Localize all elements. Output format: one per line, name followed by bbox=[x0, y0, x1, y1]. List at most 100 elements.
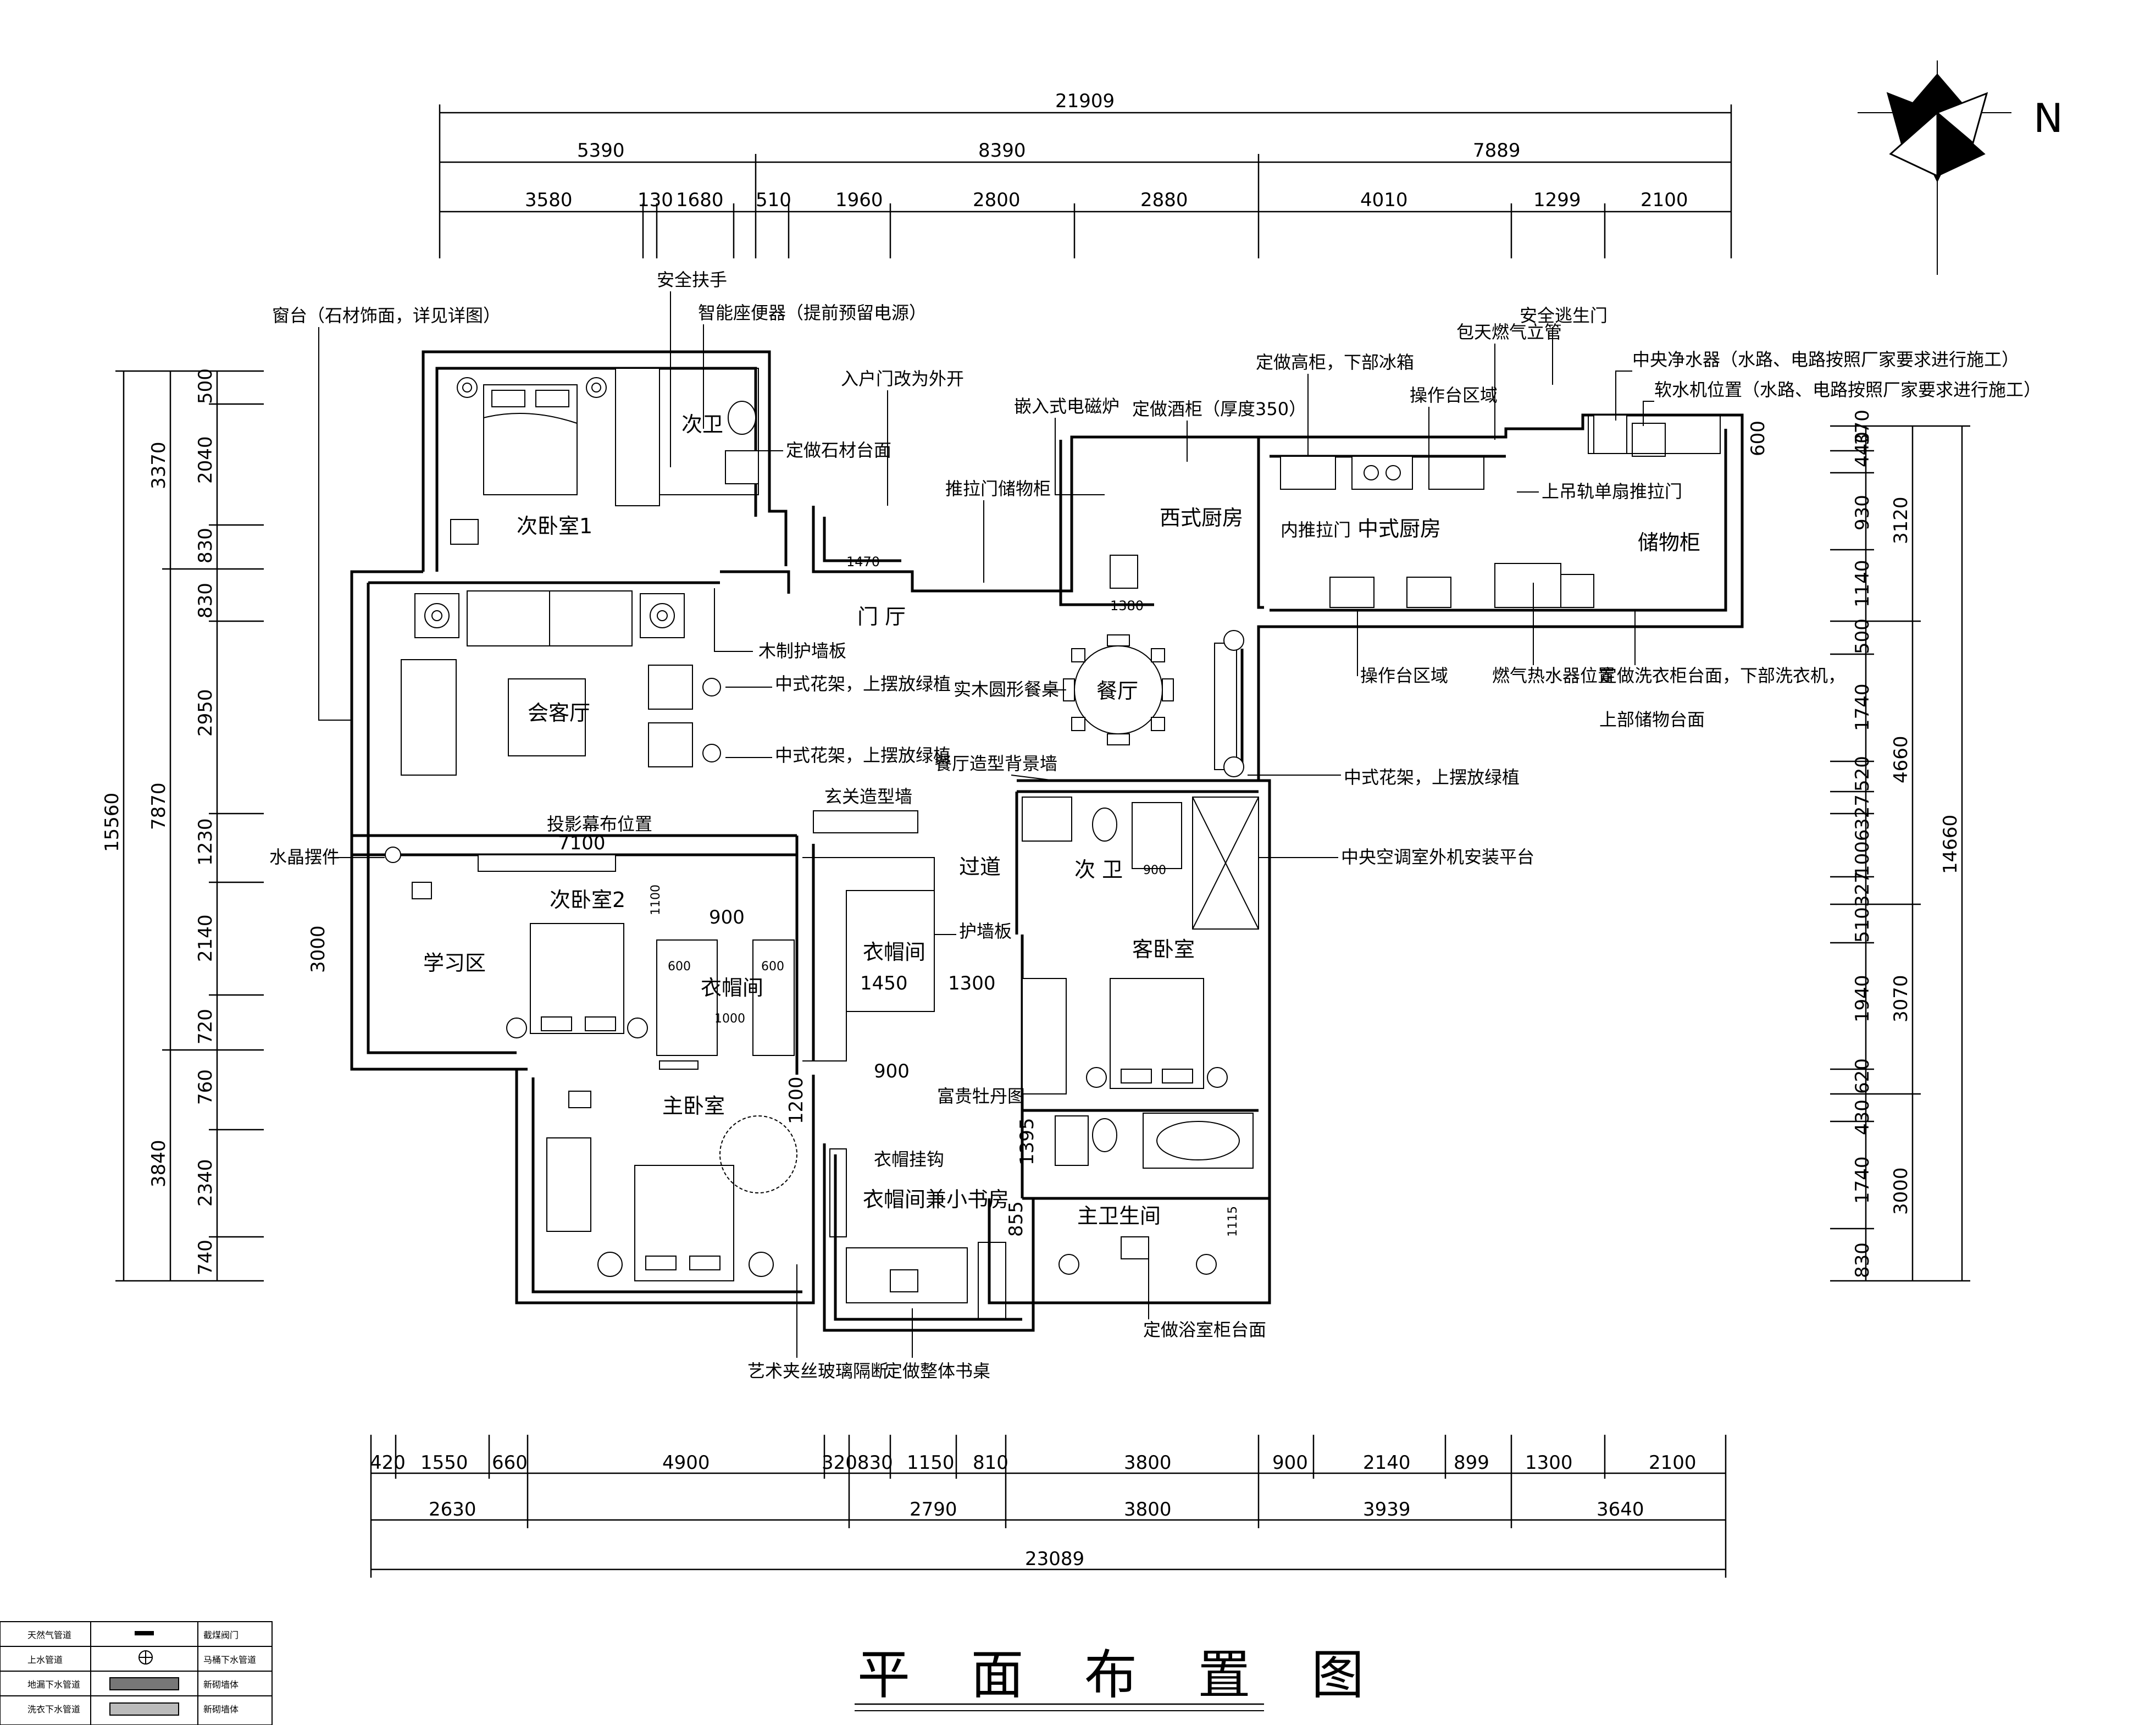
dim-bottom-detail: 2140 bbox=[1363, 1452, 1411, 1474]
dim-bottom-detail: 2100 bbox=[1649, 1452, 1697, 1474]
dim-left-mid: 3000 bbox=[307, 925, 329, 973]
dim-right-detail: 327 bbox=[1852, 794, 1874, 830]
inner-dim: 1100 bbox=[649, 884, 663, 915]
note: 软水机位置（水路、电路按照厂家要求进行施工） bbox=[1654, 379, 2041, 400]
dim-left-mid: 3370 bbox=[148, 441, 170, 489]
dim-right-mid: 4660 bbox=[1890, 736, 1912, 783]
dim-left-detail: 500 bbox=[195, 368, 217, 404]
room-label: 次卫 bbox=[681, 412, 723, 436]
dim-top-detail: 1299 bbox=[1533, 189, 1581, 211]
dim-top-detail: 130 bbox=[638, 189, 673, 211]
inner-dim: 1450 bbox=[860, 972, 908, 994]
inner-dim: 1470 bbox=[846, 554, 880, 570]
note: 包天燃气立管 bbox=[1456, 322, 1562, 342]
dim-top-total: 21909 bbox=[1055, 90, 1115, 112]
room-label: 衣帽间 bbox=[701, 976, 763, 1000]
dim-left-detail: 830 bbox=[195, 583, 217, 618]
note: 玄关造型墙 bbox=[824, 786, 912, 807]
dim-left-mid: 7870 bbox=[148, 782, 170, 830]
dim-right-detail: 1740 bbox=[1852, 1156, 1874, 1204]
dim-bottom-detail: 660 bbox=[492, 1452, 528, 1474]
legend-label: 马桶下水管道 bbox=[203, 1655, 256, 1665]
room-label: 主卧室 bbox=[662, 1094, 725, 1118]
note: 上吊轨单扇推拉门 bbox=[1542, 481, 1682, 502]
note: 富贵牡丹图 bbox=[937, 1086, 1025, 1107]
note: 安全逃生门 bbox=[1520, 305, 1608, 326]
dim-right-detail: 930 bbox=[1852, 495, 1874, 530]
dim-top-detail: 1960 bbox=[835, 189, 883, 211]
legend-label: 截煤阀门 bbox=[203, 1630, 239, 1640]
dim-right-small: 600 bbox=[1747, 421, 1769, 456]
dim-top-detail: 510 bbox=[756, 189, 791, 211]
legend-label: 新砌墙体 bbox=[203, 1679, 239, 1690]
inner-dim: 900 bbox=[1143, 864, 1166, 877]
room-label: 主卫生间 bbox=[1077, 1204, 1161, 1228]
room-label: 中式厨房 bbox=[1357, 517, 1441, 541]
note: 操作台区域 bbox=[1410, 385, 1498, 406]
inner-dim: 600 bbox=[668, 960, 691, 974]
note: 中式花架，上摆放绿植 bbox=[1344, 767, 1520, 788]
dim-left-detail: 1230 bbox=[195, 818, 217, 866]
dim-top-detail: 3580 bbox=[525, 189, 573, 211]
room-label: 次卧室2 bbox=[550, 888, 625, 912]
dim-right-detail: 510 bbox=[1852, 907, 1874, 943]
dim-right-mid: 3120 bbox=[1890, 496, 1912, 544]
dim-top-detail: 2880 bbox=[1140, 189, 1188, 211]
dim-left-detail: 760 bbox=[195, 1069, 217, 1105]
note: 水晶摆件 bbox=[269, 847, 340, 867]
note: 中央空调室外机安装平台 bbox=[1341, 847, 1534, 867]
room-label: 餐厅 bbox=[1096, 679, 1138, 703]
room-label: 学习区 bbox=[423, 951, 486, 975]
note: 入户门改为外开 bbox=[841, 368, 964, 389]
north-label: N bbox=[2033, 95, 2063, 141]
note: 护墙板 bbox=[959, 921, 1012, 942]
dim-right-detail: 830 bbox=[1852, 1242, 1874, 1278]
inner-dim: 855 bbox=[1005, 1201, 1027, 1237]
note: 餐厅造型背景墙 bbox=[934, 753, 1057, 774]
dims-left: 15560 3370 7870 3000 3840 500 2040 830 8… bbox=[101, 368, 329, 1282]
inner-dim: 1395 bbox=[1016, 1118, 1038, 1165]
dims-bottom: 420 1550 660 4900 320830 1150 810 3800 9… bbox=[370, 1435, 1727, 1578]
room-label: 储物柜 bbox=[1638, 530, 1700, 555]
note: 艺术夹丝玻璃隔断 bbox=[747, 1361, 888, 1381]
title-text: 平 面 布 置 图 bbox=[857, 1644, 1386, 1706]
note: 投影幕布位置 bbox=[547, 814, 652, 834]
note: 中央净水器（水路、电路按照厂家要求进行施工） bbox=[1632, 349, 2019, 370]
note: 燃气热水器位置 bbox=[1492, 665, 1615, 686]
dim-right-mid: 3000 bbox=[1890, 1167, 1912, 1215]
dim-bottom-detail: 1150 bbox=[907, 1452, 955, 1474]
note: 操作台区域 bbox=[1360, 665, 1448, 686]
note: 窗台（石材饰面，详见详图） bbox=[272, 305, 501, 326]
room-label: 会客厅 bbox=[528, 701, 590, 725]
dim-right-detail: 1006 bbox=[1852, 829, 1874, 877]
room-label: 客卧室 bbox=[1132, 937, 1195, 961]
dim-right-detail: 520 bbox=[1852, 756, 1874, 792]
dim-left-detail: 2340 bbox=[195, 1159, 217, 1207]
dim-bottom-mid: 2790 bbox=[910, 1499, 957, 1521]
dim-right-detail: 430 bbox=[1852, 1099, 1874, 1135]
note: 嵌入式电磁炉 bbox=[1014, 396, 1119, 417]
note: 木制护墙板 bbox=[758, 640, 846, 661]
dims-top: 21909 5390 8390 7889 3580 130 1680 510 1… bbox=[439, 90, 1732, 258]
dim-bottom-detail: 899 bbox=[1454, 1452, 1489, 1474]
dim-top-detail: 2100 bbox=[1640, 189, 1688, 211]
note: 内推拉门 bbox=[1281, 519, 1351, 540]
bathtub bbox=[1143, 1113, 1254, 1169]
dim-bottom-mid: 3640 bbox=[1597, 1499, 1644, 1521]
room-label: 门 厅 bbox=[857, 605, 906, 629]
legend-label: 地漏下水管道 bbox=[27, 1679, 80, 1690]
dim-left-total: 15560 bbox=[101, 793, 123, 852]
dim-left-detail: 720 bbox=[195, 1009, 217, 1044]
dim-bottom-total: 23089 bbox=[1025, 1548, 1084, 1570]
inner-dim: 7100 bbox=[558, 832, 606, 854]
dim-right-detail: 327 bbox=[1852, 871, 1874, 907]
dim-bottom-detail: 1550 bbox=[420, 1452, 468, 1474]
dim-bottom-detail: 810 bbox=[973, 1452, 1008, 1474]
dim-left-detail: 2140 bbox=[195, 914, 217, 962]
note: 智能座便器（提前预留电源） bbox=[698, 302, 927, 323]
inner-dim: 1380 bbox=[1110, 598, 1144, 613]
dim-left-detail: 2040 bbox=[195, 436, 217, 484]
dims-right: 14660 3120 4660 3070 3000 600 440 370 93… bbox=[1747, 410, 1970, 1282]
dim-right-detail: 500 bbox=[1852, 618, 1874, 654]
